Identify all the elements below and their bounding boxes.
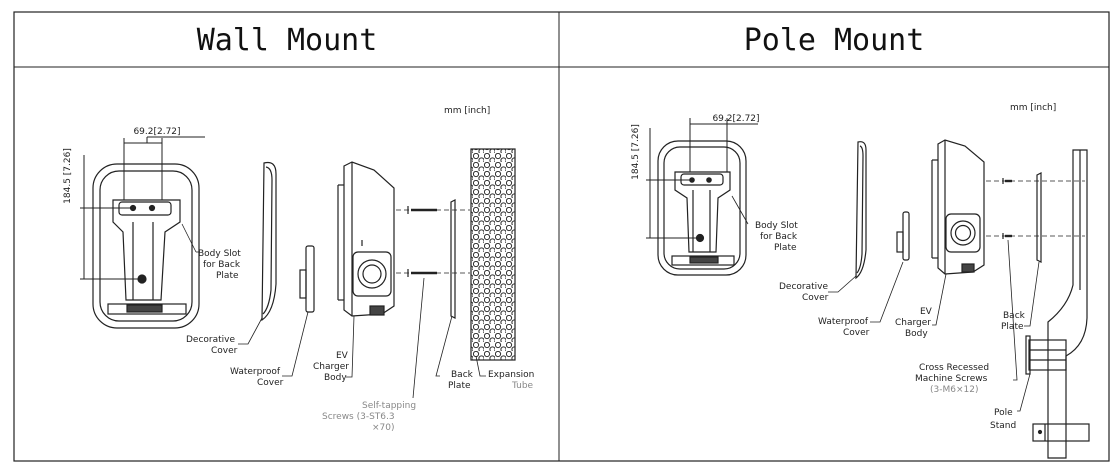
pole-slot-line-2: for Back <box>760 232 798 242</box>
pole-waterproof-line-2: Cover <box>843 328 870 338</box>
wall-back-line-1: Back <box>451 370 474 380</box>
wall-screws-line-1: Self-tapping <box>362 401 416 411</box>
pole-back-line-1: Back <box>1003 311 1026 321</box>
wall-mount-panel: Wall Mount mm [inch] 6 <box>63 23 534 433</box>
pole-ev-line-2: Charger <box>895 318 931 328</box>
pole-decorative-cover <box>828 141 867 293</box>
wall-unit-label: mm [inch] <box>444 106 490 116</box>
pole-slot-line-3: Plate <box>774 243 797 253</box>
wall-waterproof-cover <box>282 245 315 377</box>
pole-dim-width: 69.2[2.72] <box>712 114 759 124</box>
pole-waterproof-cover <box>870 211 910 323</box>
pole-back-plate-front-view <box>646 118 758 276</box>
wall-slot-line-1: Body Slot <box>198 249 241 259</box>
pole-back-plate-side <box>1024 172 1042 327</box>
pole-stand <box>1017 149 1090 459</box>
wall-ev-line-1: EV <box>336 351 349 361</box>
pole-mount-panel: Pole Mount mm [inch] 69.2[2.72] <box>631 23 1090 459</box>
wall-decorative-cover <box>238 161 277 345</box>
wall-ev-line-3: Body <box>324 373 347 383</box>
pole-screws-line-3: (3-M6×12) <box>930 385 978 395</box>
wall-slot-line-3: Plate <box>216 271 239 281</box>
pole-slot-line-1: Body Slot <box>755 221 798 231</box>
wall-screws-line-2: Screws (3-ST6.3 <box>322 412 395 422</box>
pole-ev-line-1: EV <box>920 307 933 317</box>
wall-slot-line-2: for Back <box>203 260 241 270</box>
wall-mount-title: Wall Mount <box>197 23 378 58</box>
pole-screws-line-2: Machine Screws <box>915 374 988 384</box>
wall-waterproof-line-1: Waterproof <box>230 367 281 377</box>
wall-dim-width: 69.2[2.72] <box>133 127 180 137</box>
wall-expansion-line-1: Expansion <box>488 370 534 380</box>
wall-back-plate-front-view <box>80 136 205 329</box>
pole-decorative-line-1: Decorative <box>779 282 828 292</box>
wall-screws-line-3: ×70) <box>372 423 395 433</box>
wall-self-tapping-screws <box>396 206 470 399</box>
wall-decorative-line-2: Cover <box>211 346 238 356</box>
wall-ev-line-2: Charger <box>313 362 349 372</box>
pole-dim-height: 184.5 [7.26] <box>631 124 641 180</box>
wall-back-line-2: Plate <box>448 381 471 391</box>
pole-stand-line-1: Pole <box>994 408 1013 418</box>
wall-decorative-line-1: Decorative <box>186 335 235 345</box>
pole-unit-label: mm [inch] <box>1010 103 1056 113</box>
pole-waterproof-line-1: Waterproof <box>818 317 869 327</box>
wall-dim-height: 184.5 [7.26] <box>63 148 73 204</box>
pole-mount-title: Pole Mount <box>744 23 925 58</box>
pole-ev-line-3: Body <box>905 329 928 339</box>
pole-ev-charger-body <box>931 139 985 326</box>
wall-ev-charger-body <box>337 161 395 378</box>
wall-back-plate-side <box>435 199 456 377</box>
pole-stand-line-2: Stand <box>990 421 1016 431</box>
pole-decorative-line-2: Cover <box>802 293 829 303</box>
wall-waterproof-line-2: Cover <box>257 378 284 388</box>
pole-machine-screws <box>986 178 1085 381</box>
pole-back-line-2: Plate <box>1001 322 1024 332</box>
wall-expansion-tube <box>470 148 516 377</box>
pole-screws-line-1: Cross Recessed <box>919 363 989 373</box>
wall-expansion-line-2: Tube <box>511 381 534 391</box>
outer-border <box>13 11 1110 462</box>
